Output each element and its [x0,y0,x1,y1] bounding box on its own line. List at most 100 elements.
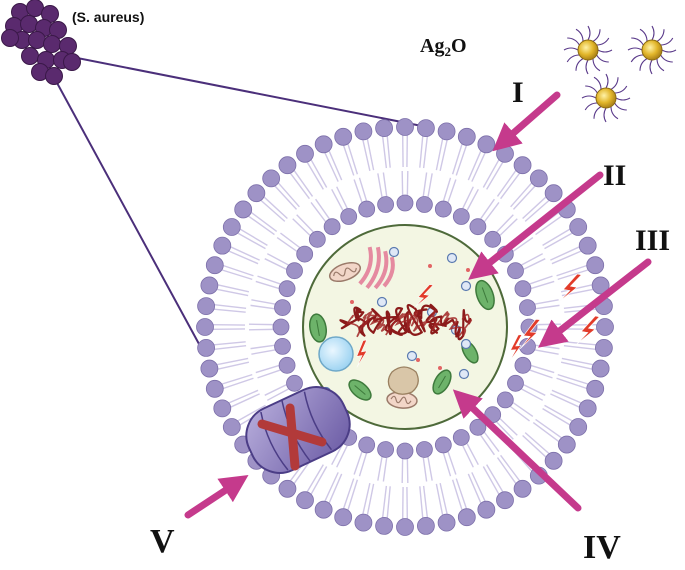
lipid-head [213,236,232,255]
lipid-head [296,144,314,163]
lipid-head [314,135,333,154]
mechanism-label-iv: IV [583,529,621,566]
lipid-head [544,184,563,203]
lipid-head [205,379,224,398]
lipid-head [557,435,576,454]
lipid-head [415,196,433,213]
lipid-head [358,200,376,218]
lipid-head [296,245,314,263]
lipid-head [262,169,281,188]
lipid-head [469,418,487,436]
mechanism-label-v: V [150,523,175,560]
lipid-head [396,118,414,136]
vesicle [458,368,470,380]
lipid-head [569,418,588,436]
lipid-head [496,144,514,163]
vesicle [460,338,472,350]
coccus-cell [20,15,38,33]
lipid-head [452,208,470,225]
lipid-head [457,508,476,527]
lipid-head [274,299,291,317]
lipid-head [578,399,597,418]
silver-oxide-nanoparticle-icon [581,73,631,123]
lipid-head [591,276,610,295]
lipid-head [200,359,219,378]
mechanism-label-ii: II [603,159,626,192]
lipid-head [586,256,605,275]
lipid-head [477,500,496,519]
lipid-head [507,262,524,280]
lipid-head [595,339,613,357]
nanoparticle-label-subscript: 2 [444,44,451,59]
lipid-head [354,513,373,532]
vesicle [406,350,418,362]
nanoparticle-label-prefix: Ag [420,35,444,57]
coccus-cell [21,47,39,65]
lipid-head [222,218,241,236]
lipid-head [437,122,456,141]
lipid-head [477,135,496,154]
lipid-head [272,318,290,336]
green-organelle-icon [348,379,372,401]
lipid-head [569,218,588,236]
lipid-head [396,518,414,536]
lipid-head [197,339,215,357]
mechanism-arrows [184,91,652,519]
mitochondrion-icon [386,391,418,409]
coccus-cell [63,53,81,71]
lipid-head [591,359,610,378]
lipid-head [484,230,502,248]
lipid-head [513,479,532,498]
coccus-cell [28,31,46,49]
vacuole-icon [318,336,354,372]
lipid-head [334,127,353,146]
red-dot [466,268,470,272]
green-organelle-icon [309,313,327,343]
lipid-head [205,256,224,275]
lipid-head [296,491,314,510]
lightning-bolt-icon [576,315,601,345]
lipid-head [529,169,548,188]
lipid-head [457,127,476,146]
lipid-head [396,442,414,460]
nanoparticle-label-suffix: O [451,35,467,57]
vesicle [460,280,472,292]
lipid-head [514,280,532,298]
lipid-head [278,280,296,298]
arrow-mechanism-iii [538,258,652,348]
lipid-head [274,337,291,355]
lipid-head [513,156,532,175]
lipid-head [417,119,435,137]
lipid-head [375,517,393,535]
arrow-mechanism-v [184,475,249,519]
arrow-mechanism-ii [468,171,604,280]
lipid-head [377,196,395,213]
lipid-head [586,379,605,398]
lipid-head [375,119,393,137]
silver-oxide-nanoparticle-icon [627,25,677,75]
lipid-head [278,356,296,374]
lipid-head [434,436,452,454]
lipid-head [286,374,303,392]
lipid-head [222,418,241,436]
silver-oxide-nanoparticle-icon [563,25,613,75]
lipid-head [278,156,297,175]
nanoparticle-label: Ag2O [420,35,467,59]
lipid-head [340,208,358,225]
coccus-cell [45,67,63,85]
mitochondrion-icon [328,261,362,283]
lipid-head [334,508,353,527]
green-organelle-icon [432,369,452,395]
lipid-head [415,441,433,458]
staphylococcus-cluster-icon [1,0,81,85]
lipid-head [496,391,514,409]
lipid-head [196,318,214,336]
arrow-mechanism-iv [452,389,582,512]
lipid-head [496,491,514,510]
coccus-cell [1,29,19,47]
golgi-apparatus-icon [358,246,395,290]
vesicle [376,296,388,308]
lipid-head [469,218,487,236]
coccus-cell [43,35,61,53]
